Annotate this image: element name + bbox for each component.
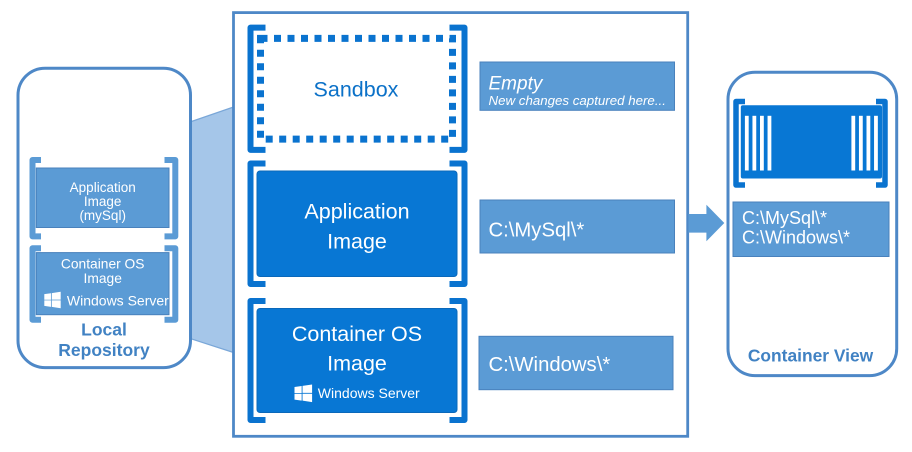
svg-text:(mySql): (mySql) (79, 208, 126, 223)
svg-text:Windows Server: Windows Server (318, 385, 420, 401)
svg-text:Image: Image (327, 352, 387, 376)
svg-text:Repository: Repository (58, 340, 150, 360)
svg-text:C:\Windows\*: C:\Windows\* (489, 354, 611, 376)
svg-text:C:\MySql\*: C:\MySql\* (489, 220, 585, 242)
svg-text:Container OS: Container OS (61, 257, 145, 272)
svg-text:Container OS: Container OS (292, 322, 422, 346)
svg-text:Application: Application (304, 200, 409, 224)
svg-text:Sandbox: Sandbox (314, 77, 399, 101)
svg-text:Application: Application (70, 180, 136, 195)
svg-text:Windows Server: Windows Server (67, 293, 169, 309)
svg-text:Container View: Container View (748, 346, 874, 366)
svg-text:C:\Windows\*: C:\Windows\* (742, 228, 850, 248)
svg-text:Image: Image (327, 229, 387, 253)
svg-text:Image: Image (84, 271, 123, 286)
svg-text:Image: Image (84, 194, 122, 209)
svg-text:Local: Local (81, 320, 127, 340)
svg-text:Empty: Empty (489, 74, 544, 95)
svg-text:New changes captured here...: New changes captured here... (489, 93, 666, 108)
svg-text:C:\MySql\*: C:\MySql\* (742, 208, 827, 228)
